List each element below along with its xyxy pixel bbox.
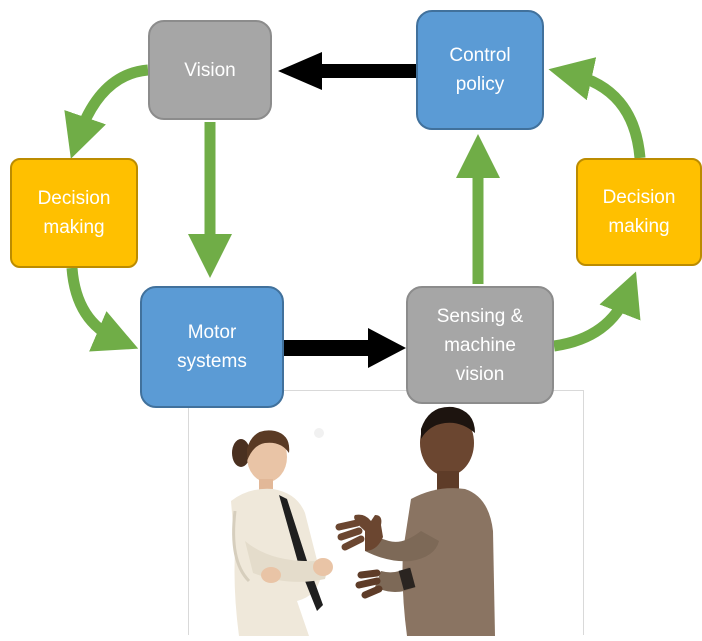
arrow-motor-to-sensing bbox=[284, 328, 406, 368]
control-policy-label: Control policy bbox=[449, 45, 511, 95]
man-figure bbox=[335, 406, 495, 636]
arrow-vision-to-decision-left bbox=[64, 64, 149, 159]
decision-making-right-box: Decision making bbox=[576, 158, 702, 266]
arrow-control-to-vision bbox=[278, 52, 416, 90]
control-policy-box: Control policy bbox=[416, 10, 544, 130]
arrow-decision-left-to-motor bbox=[66, 267, 139, 352]
photo-frame bbox=[188, 390, 584, 636]
arrow-sensing-to-decision-right bbox=[553, 271, 641, 352]
woman-figure bbox=[231, 430, 333, 636]
arrow-decision-right-to-control bbox=[548, 57, 646, 159]
decision-making-right-label: Decision making bbox=[602, 187, 676, 237]
vision-label: Vision bbox=[184, 59, 236, 81]
motor-systems-label: Motor systems bbox=[177, 322, 247, 372]
decision-making-left-box: Decision making bbox=[10, 158, 138, 268]
motor-systems-box: Motor systems bbox=[140, 286, 284, 408]
decision-making-left-label: Decision making bbox=[37, 188, 111, 238]
sensing-machine-vision-label: Sensing & machine vision bbox=[436, 305, 524, 385]
two-people-conversation-illustration bbox=[231, 406, 495, 636]
vision-box: Vision bbox=[148, 20, 272, 120]
sensing-machine-vision-box: Sensing & machine vision bbox=[406, 286, 554, 404]
